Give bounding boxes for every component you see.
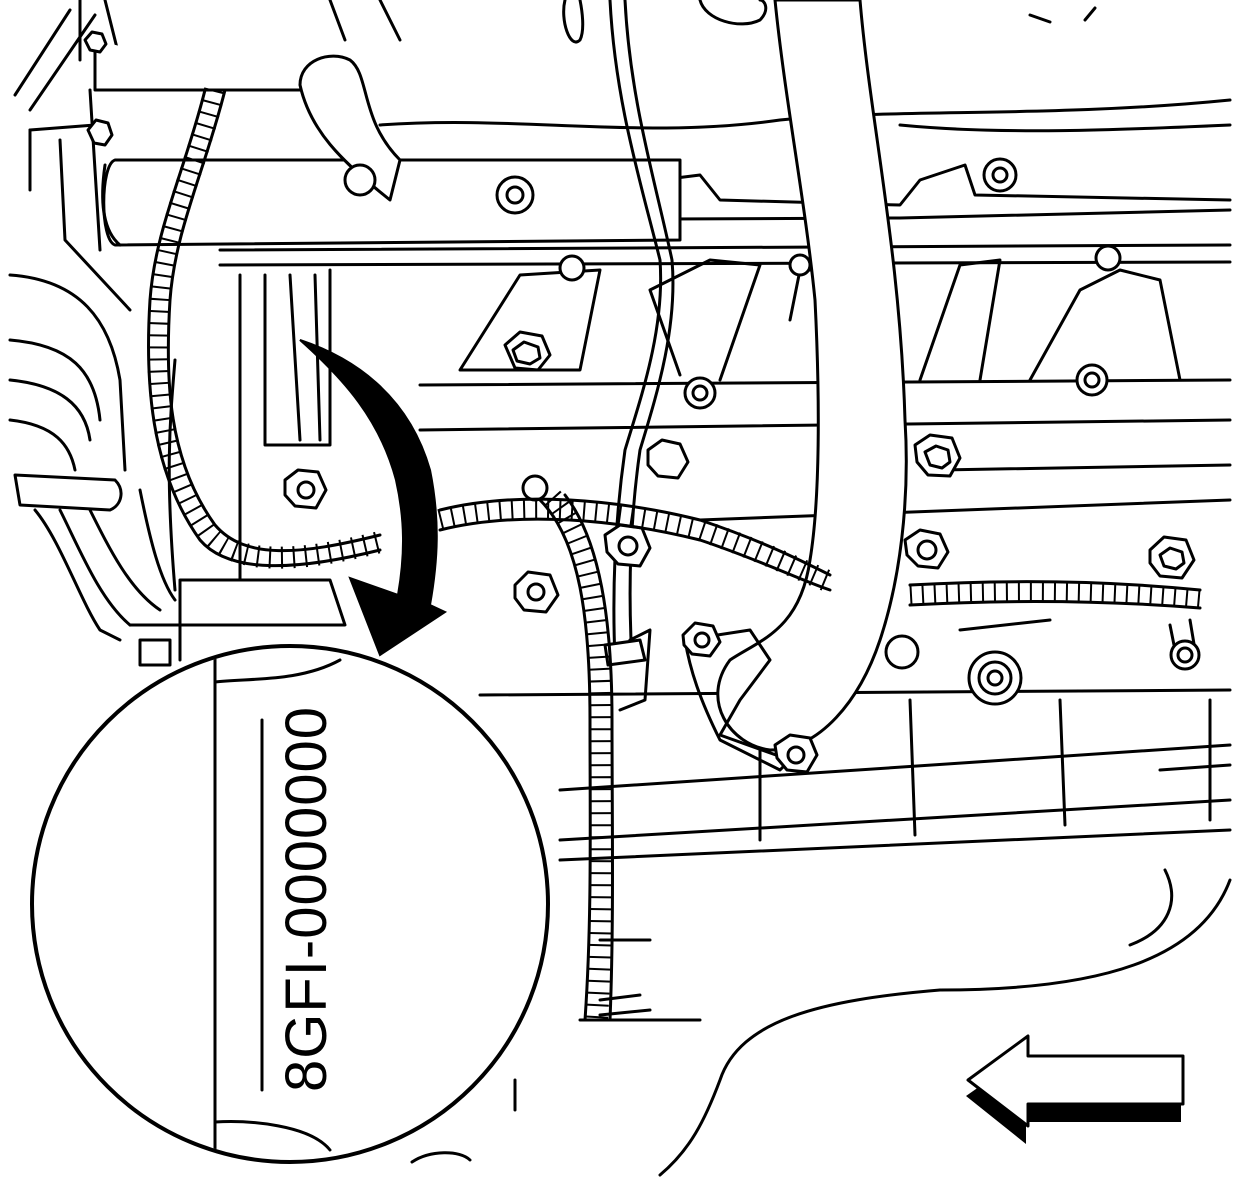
hex-bolt <box>646 438 690 480</box>
bolt <box>788 253 812 277</box>
hex-bolt <box>681 621 722 658</box>
engine-id-stamp: 8GFI-0000000 <box>274 706 339 1092</box>
left-arrow-icon <box>966 1034 1185 1144</box>
magnifier-circle <box>30 644 550 1164</box>
bolt <box>558 254 586 282</box>
bolt <box>884 634 920 670</box>
hex-bolt <box>283 468 328 510</box>
hex-bolt <box>913 433 962 478</box>
engine-block <box>8 0 1232 1177</box>
hex-bolt <box>503 330 552 372</box>
bolt <box>1075 363 1109 397</box>
bolt <box>343 163 377 197</box>
bolt <box>967 650 1023 706</box>
hex-bolt <box>1148 535 1196 580</box>
wiring-harness <box>146 87 1202 1022</box>
hex-bolt <box>903 528 950 570</box>
hex-bolt <box>83 30 108 54</box>
bolts <box>83 30 1201 774</box>
hex-bolt <box>513 570 560 614</box>
bolt <box>495 175 535 215</box>
hex-bolt <box>773 733 819 774</box>
bolt <box>521 474 549 502</box>
bolt <box>1094 244 1122 272</box>
bolt <box>683 376 717 410</box>
curved-arrow-icon <box>299 339 448 657</box>
hex-bolt <box>86 118 114 147</box>
detail-magnifier: 8GFI-0000000 <box>30 644 550 1164</box>
bolt <box>982 157 1018 193</box>
leader-line <box>410 1151 472 1164</box>
hex-bolt <box>603 523 652 568</box>
bolt <box>1169 639 1201 671</box>
